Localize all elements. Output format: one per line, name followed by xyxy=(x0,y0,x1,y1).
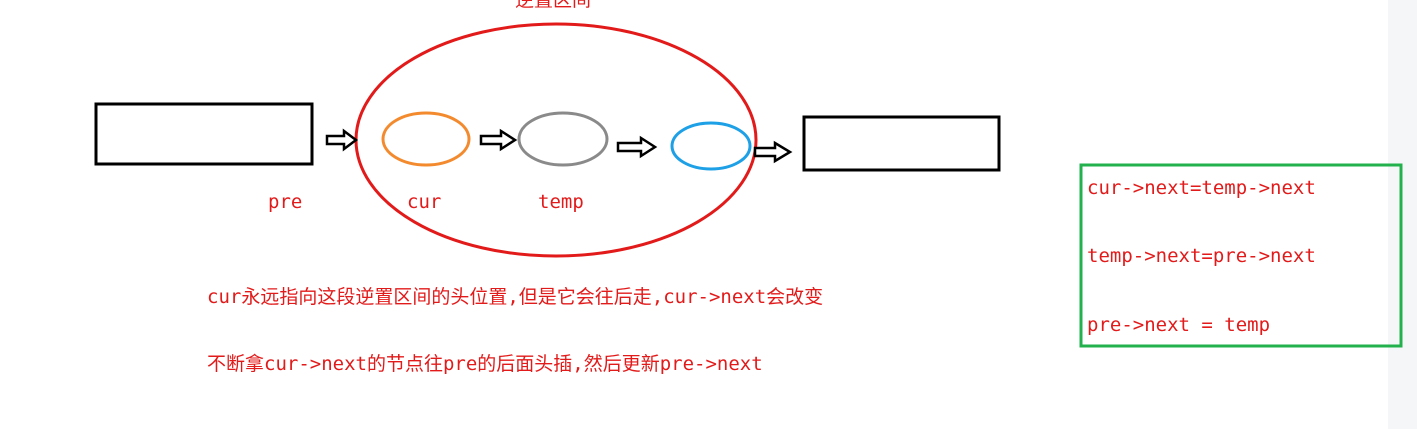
code-line-1: cur->next=temp->next xyxy=(1087,177,1316,199)
arrow-icon xyxy=(616,135,658,159)
pre-node-box xyxy=(94,102,314,166)
cur-node xyxy=(381,111,471,167)
arrow-icon xyxy=(753,140,793,164)
temp-label: temp xyxy=(538,191,584,213)
tail-node-box xyxy=(802,115,1001,172)
code-line-3: pre->next = temp xyxy=(1087,314,1270,336)
code-line-2: temp->next=pre->next xyxy=(1087,245,1316,267)
code-box xyxy=(1079,163,1403,348)
pre-label: pre xyxy=(268,191,302,213)
temp-node xyxy=(517,111,609,167)
note-line-1: cur永远指向这段逆置区间的头位置,但是它会往后走,cur->next会改变 xyxy=(207,286,823,308)
interval-title: 逆置区间 xyxy=(515,0,591,11)
arrow-icon xyxy=(479,128,518,152)
arrow-icon xyxy=(325,128,359,152)
reverse-interval-ellipse xyxy=(354,22,758,258)
next-node xyxy=(670,121,752,171)
cur-label: cur xyxy=(407,191,441,213)
note-line-2: 不断拿cur->next的节点往pre的后面头插,然后更新pre->next xyxy=(207,352,763,375)
